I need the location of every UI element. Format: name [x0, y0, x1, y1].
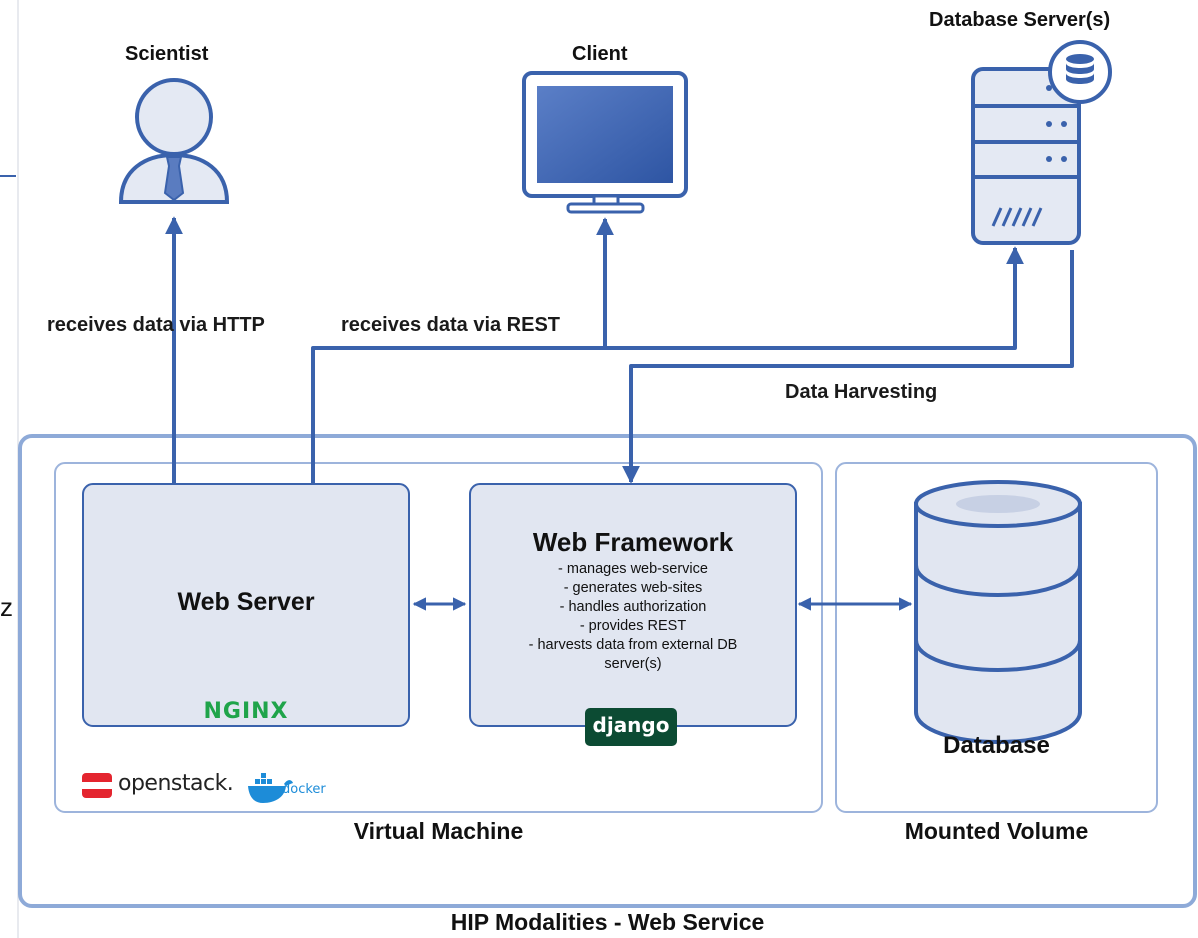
- vm-frame: [54, 462, 823, 813]
- feature-item: - manages web-service: [558, 561, 708, 577]
- harvest-label: Data Harvesting: [785, 381, 938, 403]
- nginx-logo: NGINX: [203, 699, 289, 724]
- volume-frame: [835, 462, 1158, 813]
- http-label: receives data via HTTP: [47, 314, 265, 336]
- rest-arrow-client: [311, 217, 614, 484]
- openstack-logo-text: openstack.: [118, 771, 234, 796]
- edge-glyph: z: [0, 592, 13, 622]
- rest-label: receives data via REST: [341, 314, 561, 336]
- service-frame: [18, 434, 1197, 908]
- server-rack-icon: [971, 67, 1081, 245]
- web-framework-title: Web Framework: [532, 527, 734, 557]
- web-server-box: [82, 483, 410, 727]
- feature-item: - provides REST: [579, 618, 687, 634]
- harvest-arrow: [622, 250, 1074, 484]
- monitor-icon: [522, 71, 688, 214]
- web-server-title: Web Server: [177, 588, 315, 616]
- rest-arrow-db: [605, 246, 1024, 350]
- database-label: Database: [943, 732, 1050, 759]
- volume-label: Mounted Volume: [904, 818, 1089, 844]
- docker-logo-icon: [248, 773, 293, 803]
- django-logo-text: django: [592, 713, 670, 737]
- scientist-label: Scientist: [125, 43, 209, 65]
- feature-item: - handles authorization: [559, 599, 707, 615]
- client-label: Client: [572, 43, 628, 65]
- database-cylinder-icon: [914, 480, 1082, 745]
- vm-label: Virtual Machine: [353, 818, 524, 844]
- db-servers-label: Database Server(s): [929, 9, 1111, 31]
- scientist-icon: [118, 78, 230, 204]
- service-label: HIP Modalities - Web Service: [450, 909, 765, 935]
- framework-features: - manages web-service - generates web-si…: [470, 560, 796, 674]
- feature-item: - generates web-sites: [563, 580, 703, 596]
- openstack-logo-icon: [82, 773, 112, 798]
- feature-item: server(s): [604, 656, 662, 672]
- database-badge-icon: [1048, 40, 1112, 104]
- docker-logo-text: docker: [282, 782, 326, 797]
- django-badge: [585, 708, 677, 746]
- feature-item: - harvests data from external DB: [528, 637, 738, 653]
